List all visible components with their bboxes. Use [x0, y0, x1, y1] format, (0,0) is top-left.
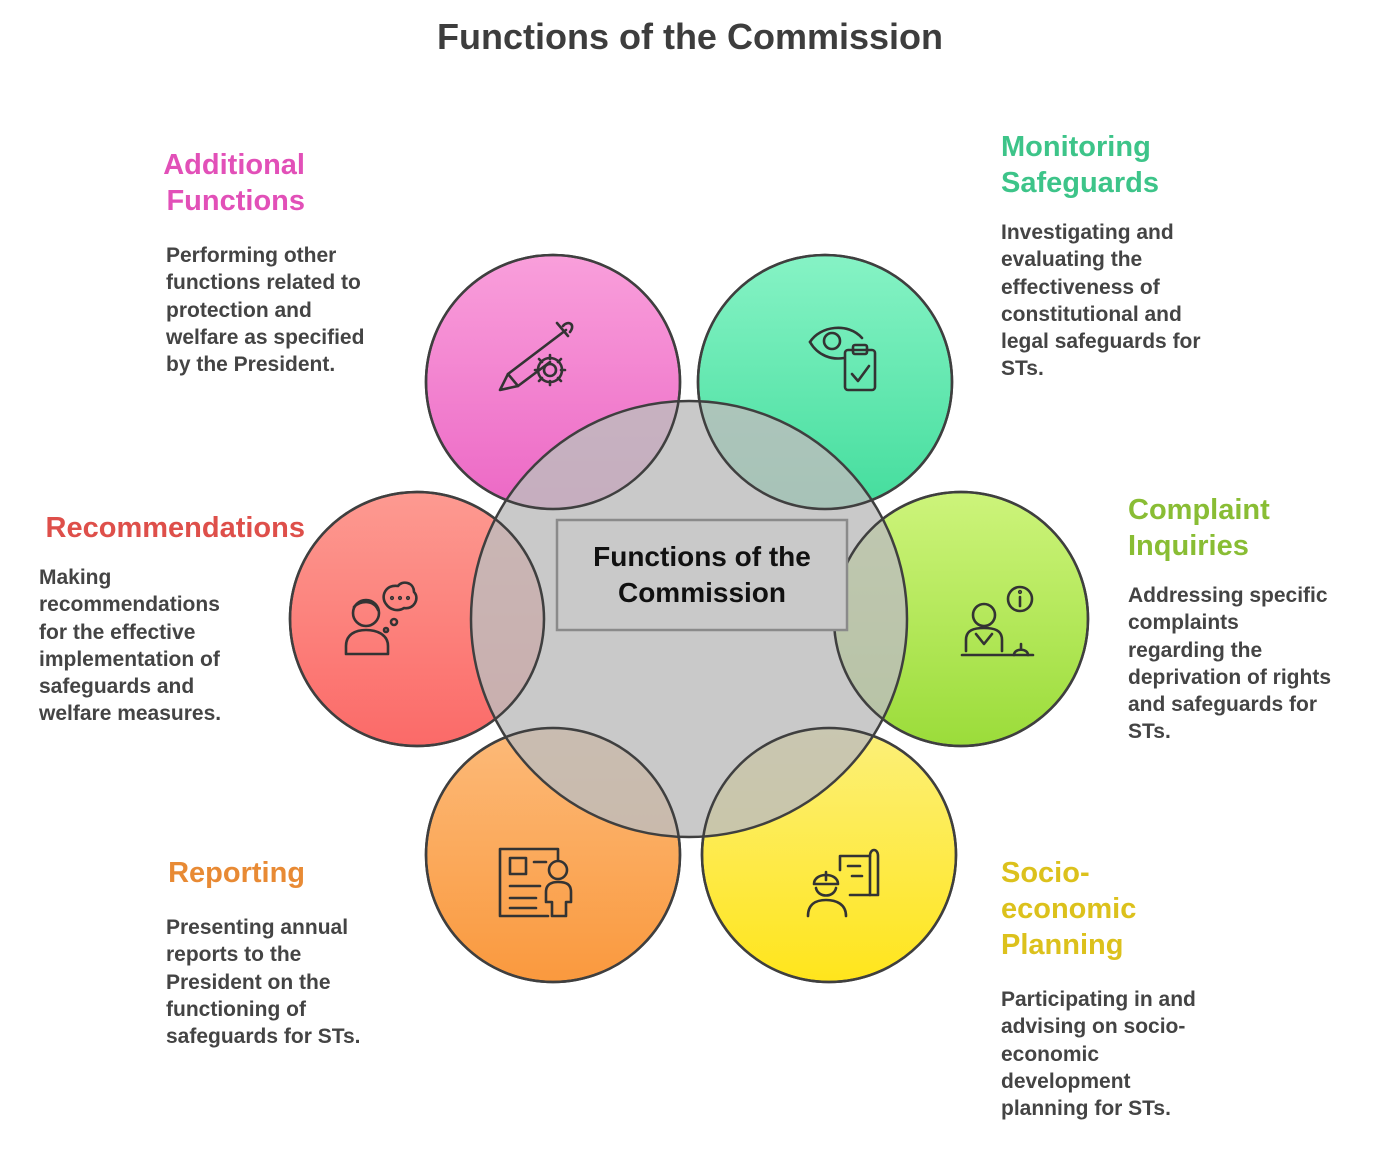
recommendations-desc-line-3: for the effective [39, 620, 196, 644]
eye-clipboard-icon [808, 326, 877, 392]
monitoring-safeguards-desc-line-3: effectiveness of [1001, 275, 1160, 299]
pencil-gear-icon [498, 321, 574, 392]
recommendations-desc-line-2: recommendations [39, 593, 220, 617]
complaint-inquiries-title: Complaint Inquiries [1128, 492, 1270, 564]
monitoring-safeguards-title-line-2: Safeguards [1001, 167, 1159, 199]
planning-title-line-2: economic [1001, 893, 1137, 925]
planning-desc-line-5: planning for STs. [1001, 1097, 1171, 1121]
planning-title-line-3: Planning [1001, 929, 1124, 961]
additional-functions-title: Additional Functions [163, 147, 305, 219]
reporting-title: Reporting [168, 855, 305, 891]
reporting-desc: Presenting annual reports to the Preside… [166, 914, 361, 1050]
additional-functions-desc-line-1: Performing other [166, 244, 337, 267]
overlap-outlines [288, 253, 1090, 984]
center-label-line-1: Functions of the [593, 541, 811, 572]
planning-title-line-1: Socio- [1001, 857, 1090, 889]
planning-desc-line-1: Participating in and [1001, 988, 1196, 1011]
recommendations-desc-line-4: implementation of [39, 647, 220, 671]
additional-functions-desc-line-2: functions related to [166, 271, 361, 295]
monitoring-safeguards-desc-line-6: STs. [1001, 357, 1044, 381]
person-thought-icon [344, 581, 418, 656]
person-info-desk-icon [960, 585, 1035, 657]
recommendations-desc-line-1: Making [39, 566, 112, 589]
monitoring-safeguards-title: Monitoring Safeguards [1001, 129, 1159, 201]
center-label: Functions of the Commission [557, 520, 847, 630]
additional-functions-desc-line-3: protection and [166, 298, 312, 322]
monitoring-safeguards-desc-line-5: legal safeguards for [1001, 330, 1201, 354]
complaint-inquiries-desc-line-2: complaints [1128, 611, 1239, 635]
recommendations-desc: Making recommendations for the effective… [39, 564, 221, 728]
complaint-inquiries-desc-line-6: STs. [1128, 720, 1171, 744]
reporting-desc-line-3: President on the [166, 970, 331, 994]
reporting-desc-line-5: safeguards for STs. [166, 1025, 361, 1049]
monitoring-safeguards-desc-line-1: Investigating and [1001, 221, 1174, 244]
planning-desc-line-2: advising on socio- [1001, 1015, 1186, 1039]
recommendations-desc-line-6: welfare measures. [39, 702, 222, 726]
complaint-inquiries-desc-line-5: and safeguards for [1128, 693, 1318, 717]
center-label-line-2: Commission [617, 577, 786, 608]
planning-title: Socio- economic Planning [1001, 855, 1136, 963]
complaint-inquiries-desc-line-1: Addressing specific [1128, 584, 1328, 607]
reporting-title-line-1: Reporting [168, 857, 305, 889]
center-label-box [555, 518, 849, 632]
complaint-inquiries-desc-line-4: deprivation of rights [1128, 665, 1332, 689]
reporting-desc-line-1: Presenting annual [166, 916, 349, 939]
complaint-inquiries-title-line-1: Complaint [1128, 494, 1270, 526]
recommendations-desc-line-5: safeguards and [39, 675, 195, 699]
planning-desc-line-3: economic [1001, 1042, 1100, 1066]
report-person-icon [498, 847, 573, 918]
page-title: Functions of the Commission [436, 16, 943, 57]
complaint-inquiries-desc-line-3: regarding the [1128, 638, 1263, 662]
engineer-blueprint-icon [806, 848, 880, 918]
additional-functions-title-line-1: Additional [163, 149, 305, 181]
complaint-inquiries-desc: Addressing specific complaints regarding… [1128, 582, 1331, 746]
planning-desc-line-4: development [1001, 1069, 1131, 1093]
reporting-desc-line-4: functioning of [166, 997, 306, 1021]
monitoring-safeguards-desc-line-4: constitutional and [1001, 302, 1182, 326]
reporting-desc-line-2: reports to the [166, 943, 302, 967]
planning-desc: Participating in and advising on socio- … [1001, 986, 1196, 1122]
additional-functions-desc: Performing other functions related to pr… [166, 242, 364, 378]
monitoring-safeguards-desc-line-2: evaluating the [1001, 248, 1143, 272]
complaint-inquiries-title-line-2: Inquiries [1128, 530, 1249, 562]
monitoring-safeguards-desc: Investigating and evaluating the effecti… [1001, 219, 1201, 383]
additional-functions-desc-line-5: by the President. [166, 353, 336, 377]
monitoring-safeguards-title-line-1: Monitoring [1001, 131, 1151, 163]
additional-functions-title-line-2: Functions [166, 185, 305, 217]
recommendations-title: Recommendations [46, 510, 305, 546]
recommendations-title-line-1: Recommendations [45, 512, 305, 544]
additional-functions-desc-line-4: welfare as specified [166, 325, 365, 349]
